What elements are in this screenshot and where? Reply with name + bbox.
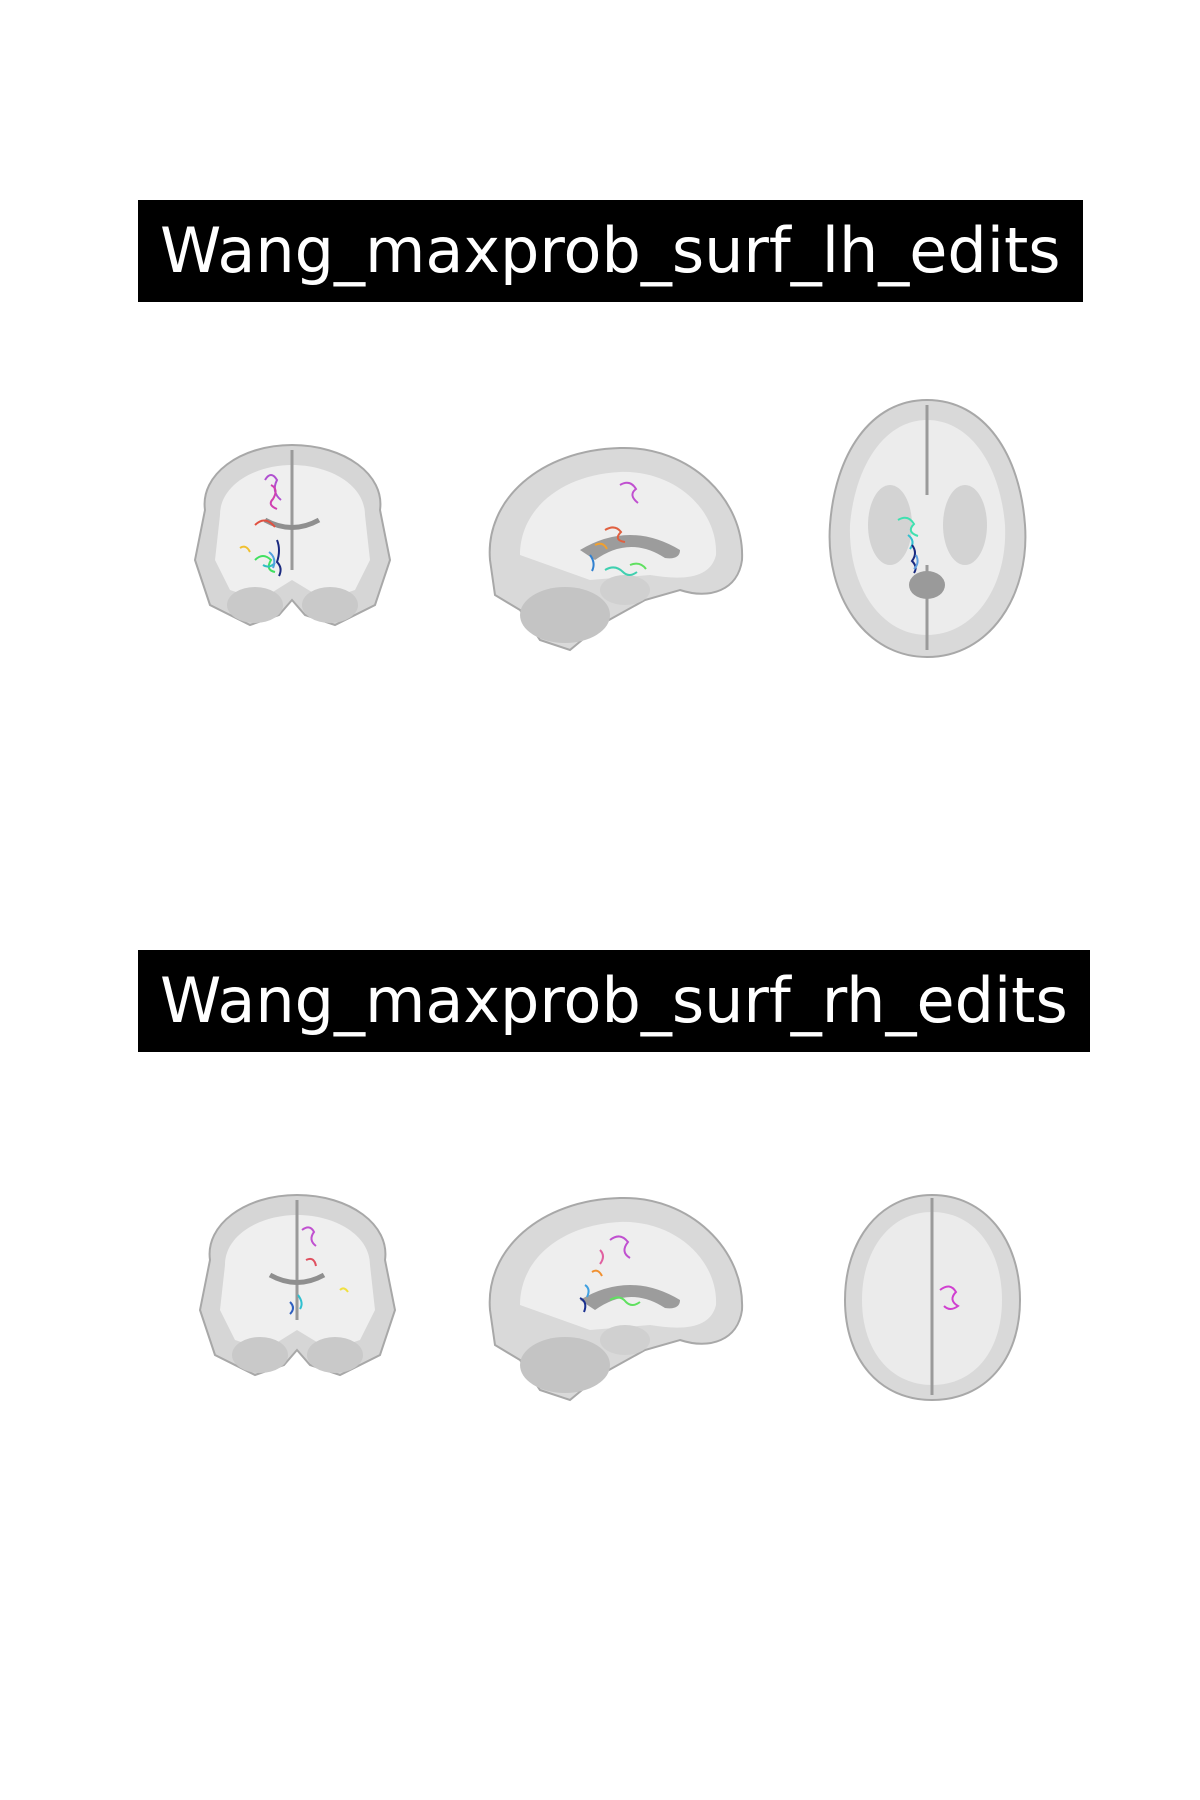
axial-view	[840, 1190, 1025, 1405]
overlay-contour	[339, 1287, 349, 1293]
overlay-contour	[301, 1226, 317, 1247]
sagittal-brain-image	[488, 446, 744, 652]
axial-brain-image	[828, 398, 1027, 659]
overlay-contour	[289, 1301, 294, 1315]
overlay-contour	[254, 555, 276, 573]
sagittal-view	[480, 1190, 750, 1405]
coronal-view	[185, 440, 400, 630]
overlay-contour	[594, 542, 608, 550]
overlay-contour	[619, 481, 639, 504]
overlay-contour	[579, 1297, 587, 1313]
coronal-brain-image	[193, 443, 392, 627]
overlay-contour	[910, 544, 917, 574]
panel-title: Wang_maxprob_surf_rh_edits	[138, 950, 1090, 1052]
overlay-contour	[297, 1294, 303, 1310]
overlay-contour	[913, 554, 919, 570]
overlay-contour	[609, 1235, 631, 1259]
overlay-contour	[269, 484, 278, 510]
panel-rh: Wang_maxprob_surf_rh_edits	[0, 900, 1200, 1800]
overlay-contour	[609, 1296, 641, 1306]
overlay-contour	[629, 562, 647, 570]
panel-title: Wang_maxprob_surf_lh_edits	[138, 200, 1083, 302]
overlay-contour	[264, 474, 282, 501]
overlay-contour	[268, 551, 276, 569]
sagittal-view	[480, 440, 750, 655]
overlay-contour	[599, 1249, 604, 1265]
overlay-contour	[275, 539, 282, 577]
coronal-brain-image	[198, 1193, 397, 1377]
overlay-contour	[939, 1285, 960, 1310]
overlay-contour	[907, 534, 914, 550]
overlay-contour	[591, 1269, 603, 1277]
axial-brain-image	[843, 1193, 1022, 1402]
overlay-contour	[305, 1257, 317, 1267]
sagittal-brain-image	[488, 1196, 744, 1402]
axial-view	[820, 395, 1035, 660]
overlay-contour	[584, 1284, 590, 1298]
overlay-contour	[604, 566, 638, 576]
overlay-contour	[604, 526, 626, 543]
overlay-contour	[589, 554, 595, 572]
overlay-contour	[254, 519, 276, 528]
overlay-contour	[239, 545, 251, 553]
overlay-contour	[897, 516, 919, 537]
coronal-view	[190, 1190, 405, 1380]
panel-lh: Wang_maxprob_surf_lh_edits	[138, 200, 1083, 660]
